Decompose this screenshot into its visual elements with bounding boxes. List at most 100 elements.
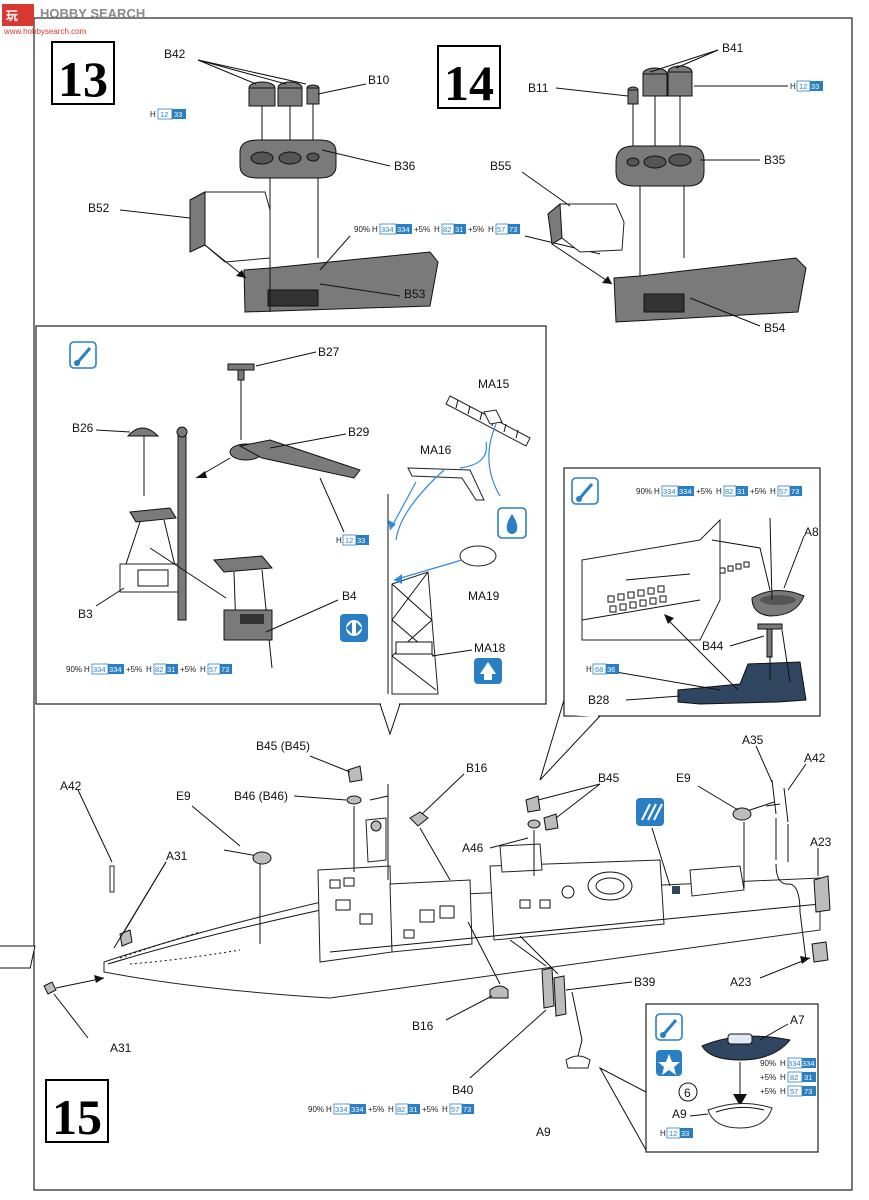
part-b16-bottom	[489, 985, 509, 999]
watermark-site: www.hobbysearch.com	[3, 27, 87, 36]
decal-6-number: 6	[684, 1086, 691, 1100]
part-b28	[677, 661, 807, 705]
svg-text:+5%: +5%	[750, 487, 766, 496]
label-a23-top: A23	[810, 835, 832, 849]
fold-up-icon	[474, 658, 502, 684]
label-e9-left: E9	[176, 789, 191, 803]
svg-text:H: H	[434, 225, 440, 234]
part-b4	[213, 555, 273, 669]
rotate-icon	[340, 614, 368, 642]
svg-text:57: 57	[779, 487, 787, 496]
step-14-number: 14	[444, 55, 494, 111]
label-b11: B11	[528, 81, 549, 95]
svg-text:73: 73	[509, 225, 517, 234]
svg-text:82: 82	[725, 487, 733, 496]
label-b36: B36	[394, 159, 416, 173]
svg-text:68: 68	[595, 665, 603, 674]
lifeboat-detail-panel: A7 90% H 334 334 +5% H 82 31 +5% H 57 73…	[598, 1003, 819, 1153]
part-ma15	[445, 395, 531, 447]
label-a8: A8	[804, 525, 819, 539]
svg-text:H: H	[660, 1129, 666, 1138]
paint-code-h12-33-b: H 12 33	[790, 80, 823, 92]
svg-text:H: H	[336, 536, 342, 545]
part-a9	[565, 991, 591, 1069]
svg-text:334: 334	[109, 665, 122, 674]
label-b16-bottom: B16	[412, 1019, 434, 1033]
label-a7: A7	[790, 1013, 805, 1027]
svg-text:57: 57	[790, 1087, 798, 1096]
svg-text:73: 73	[463, 1105, 471, 1114]
step-14: 14 B41 H 12 33	[437, 41, 823, 335]
label-b4: B4	[342, 589, 357, 603]
svg-text:82: 82	[155, 665, 163, 674]
svg-text:+5%: +5%	[422, 1105, 438, 1114]
glue-icon-2	[571, 477, 599, 505]
label-b44: B44	[702, 639, 724, 653]
svg-text:90%: 90%	[308, 1105, 324, 1114]
svg-text:334: 334	[788, 1059, 801, 1068]
label-b45-b45: B45 (B45)	[256, 739, 310, 753]
svg-text:31: 31	[804, 1073, 812, 1082]
svg-text:33: 33	[174, 110, 182, 119]
label-ma19: MA19	[468, 589, 500, 603]
label-a23-bottom: A23	[730, 975, 752, 989]
svg-text:334: 334	[663, 487, 676, 496]
svg-text:12: 12	[345, 536, 353, 545]
part-b39-b40	[541, 967, 567, 1017]
svg-text:31: 31	[167, 665, 175, 674]
watermark-brand: HOBBY SEARCH	[40, 6, 145, 21]
svg-text:334: 334	[802, 1059, 815, 1068]
svg-text:H: H	[84, 665, 90, 674]
svg-text:+5%: +5%	[368, 1105, 384, 1114]
svg-text:H: H	[150, 110, 156, 119]
svg-text:334: 334	[335, 1105, 348, 1114]
svg-text:H: H	[780, 1087, 786, 1096]
step-15-box	[45, 1079, 109, 1143]
label-a35: A35	[742, 733, 764, 747]
svg-text:+5%: +5%	[126, 665, 142, 674]
part-pe-mast	[387, 494, 439, 695]
svg-text:31: 31	[455, 225, 463, 234]
label-b54: B54	[764, 321, 786, 335]
deck-structure	[581, 518, 771, 641]
part-b45-b46-left	[346, 765, 363, 805]
svg-text:31: 31	[737, 487, 745, 496]
svg-text:H: H	[716, 487, 722, 496]
label-b39: B39	[634, 975, 656, 989]
part-b29	[229, 439, 361, 479]
part-b54	[613, 257, 807, 323]
paint-code-h68-36: H 68 36	[586, 663, 619, 675]
part-e9-right	[732, 801, 775, 821]
part-b41-pair	[627, 65, 693, 105]
glue-icon-3	[655, 1013, 683, 1041]
label-b55: B55	[490, 159, 512, 173]
step-13-number: 13	[58, 51, 108, 107]
watermark-logo: 玩 HOBBY SEARCH www.hobbysearch.com	[2, 4, 145, 36]
svg-text:31: 31	[409, 1105, 417, 1114]
svg-text:57: 57	[209, 665, 217, 674]
svg-text:334: 334	[93, 665, 106, 674]
paint-mix-d: 90% H 334 334 +5% H 82 31 +5% H 57 73	[308, 1103, 474, 1115]
page-border	[33, 17, 853, 1191]
svg-text:H: H	[586, 665, 592, 674]
label-b35: B35	[764, 153, 786, 167]
label-ma18: MA18	[474, 641, 506, 655]
svg-text:73: 73	[221, 665, 229, 674]
part-b16-top	[409, 811, 429, 827]
part-a42-left	[109, 865, 115, 893]
svg-text:12: 12	[669, 1129, 677, 1138]
svg-text:+5%: +5%	[696, 487, 712, 496]
label-a9-detail: A9	[672, 1107, 687, 1121]
svg-text:+5%: +5%	[180, 665, 196, 674]
label-e9-right: E9	[676, 771, 691, 785]
label-b41: B41	[722, 41, 744, 55]
svg-text:H: H	[488, 225, 494, 234]
part-b45-right	[525, 795, 559, 831]
svg-text:334: 334	[381, 225, 394, 234]
label-a9: A9	[536, 1125, 551, 1139]
svg-text:H: H	[790, 82, 796, 91]
svg-text:H: H	[200, 665, 206, 674]
svg-text:90%: 90%	[636, 487, 652, 496]
mast-detail-panel: B27 B29 H 12 33 B26	[35, 325, 547, 736]
label-a42-right: A42	[804, 751, 826, 765]
